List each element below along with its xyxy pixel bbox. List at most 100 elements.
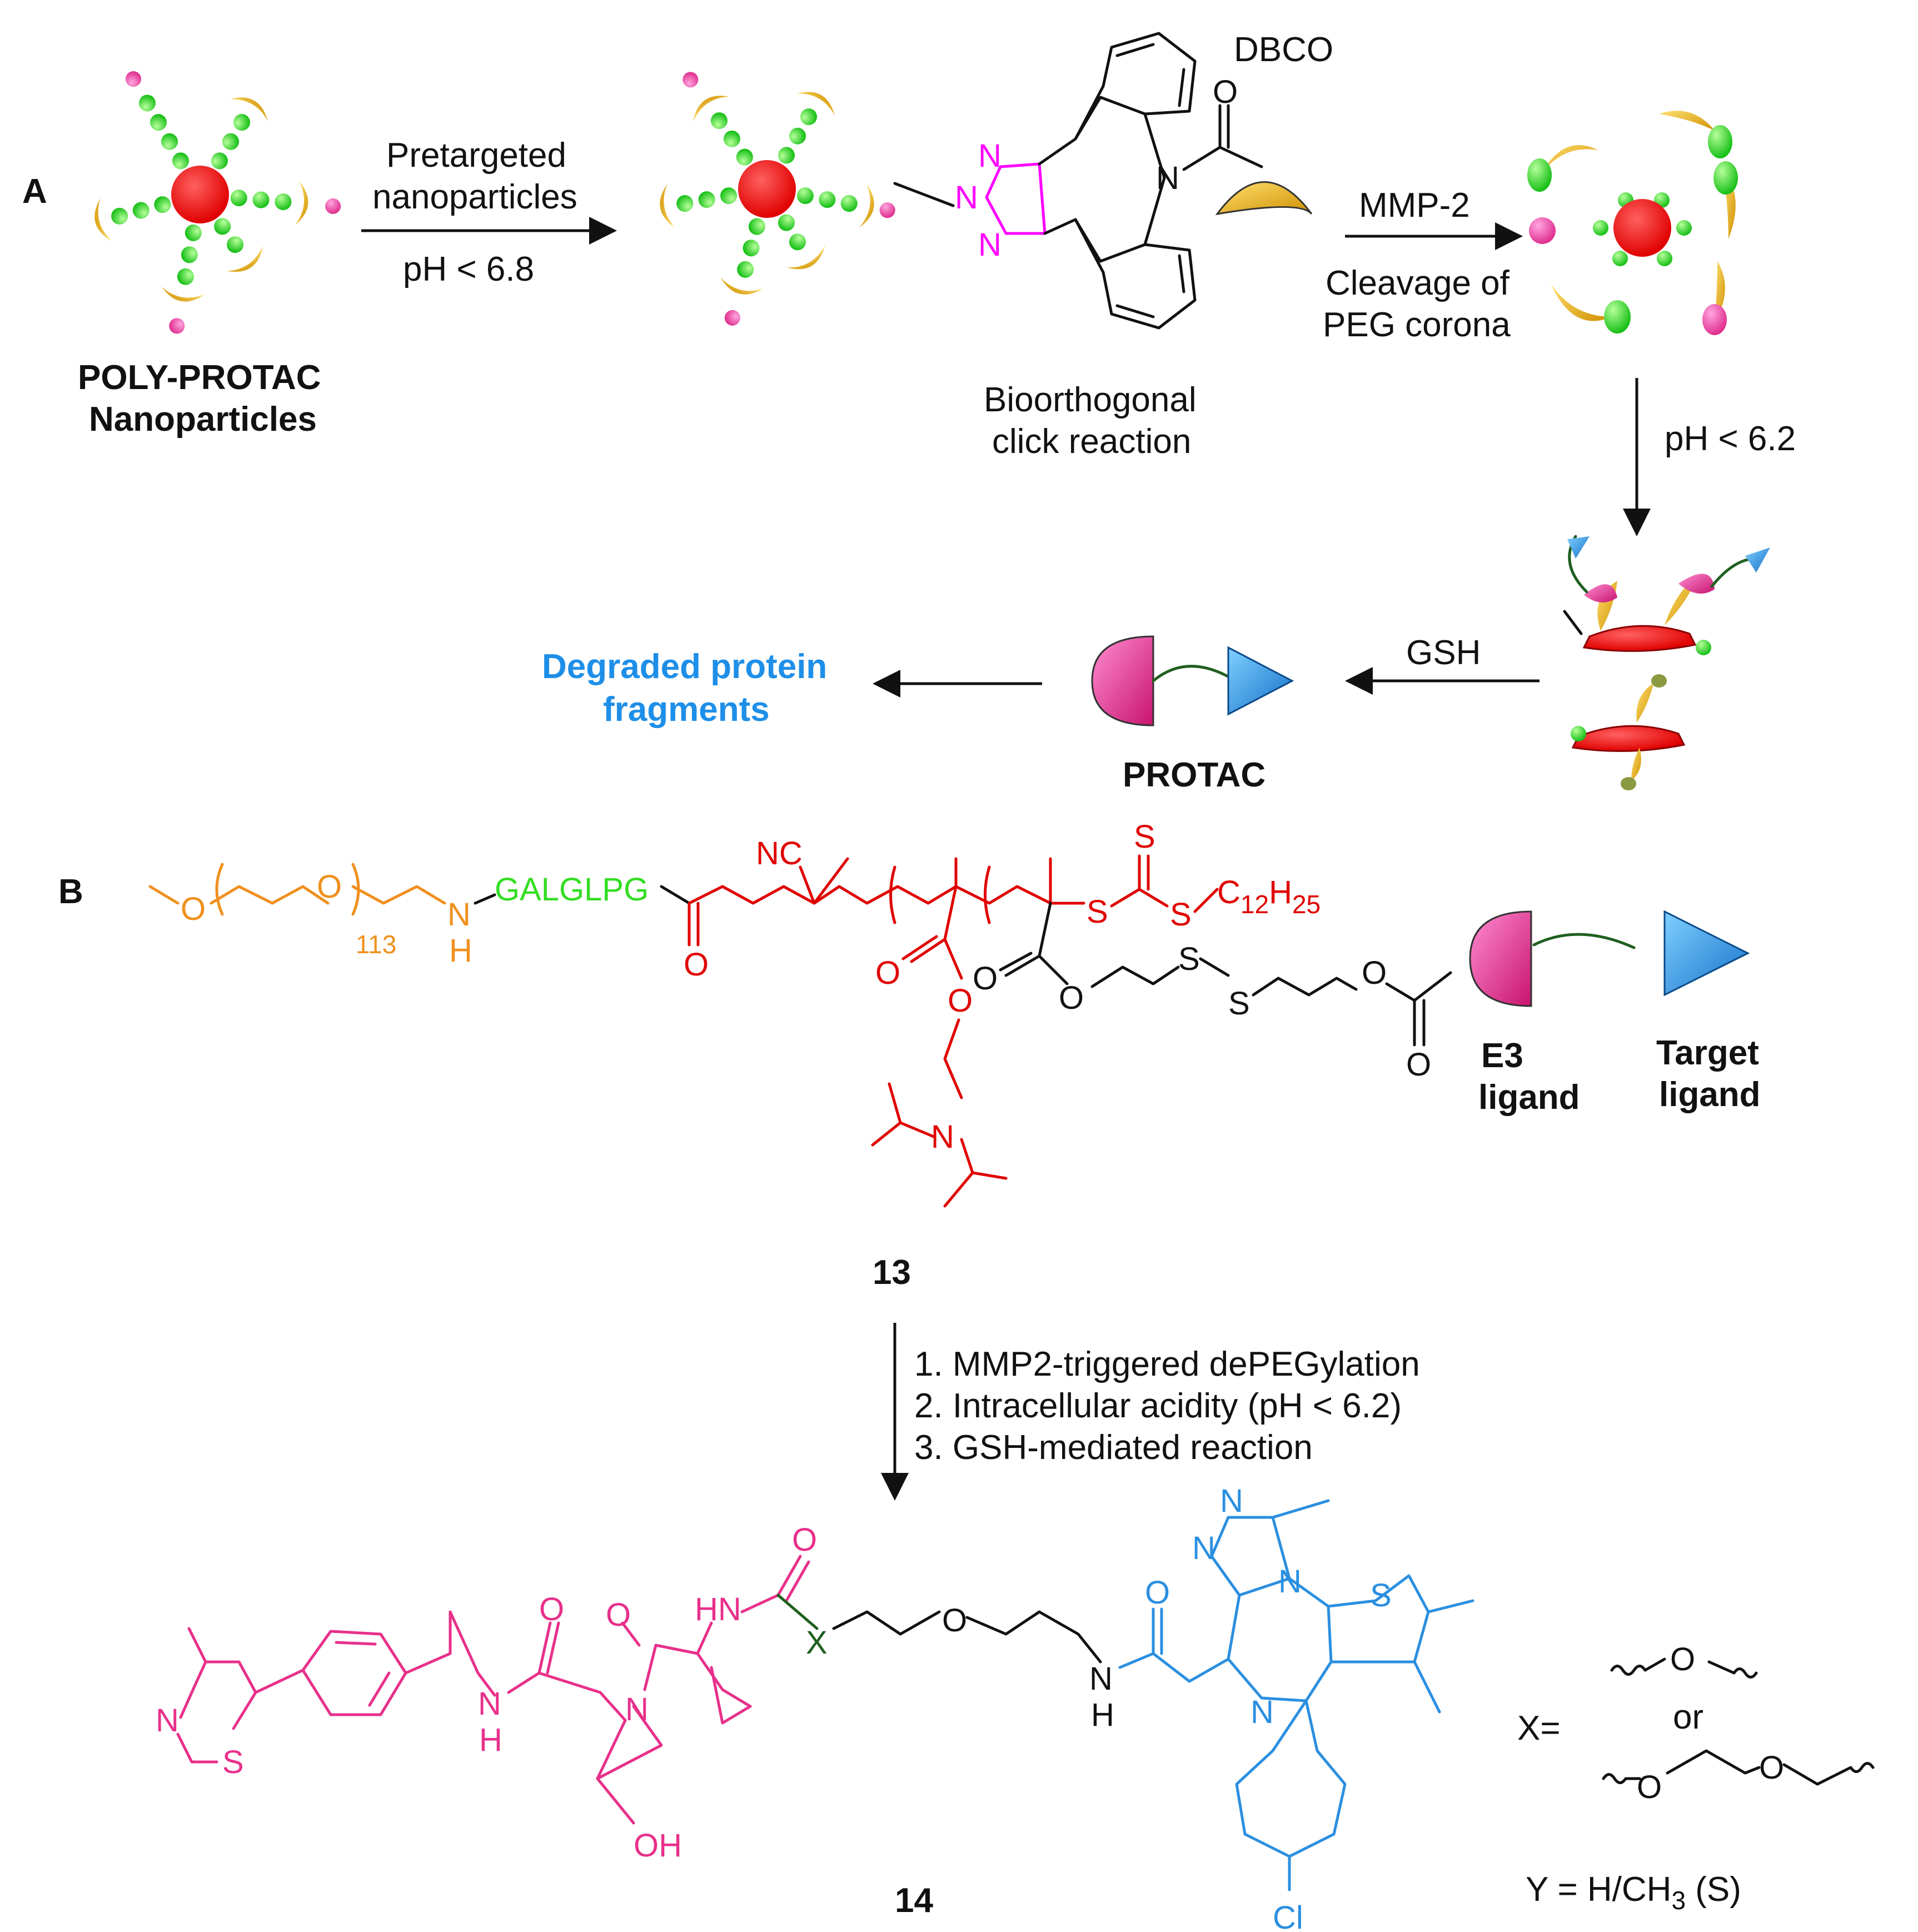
compound-13-structure: O O 113 N H GALGLPG O NC O O N S S S C12… [148, 819, 1750, 1208]
x-option-1: O [1610, 1641, 1758, 1679]
step4-reagent: GSH [1406, 634, 1481, 672]
y-def-sub: 3 [1671, 1886, 1686, 1915]
e3-ligand-icon [1469, 910, 1532, 1007]
pyrrolidine-n: N [625, 1691, 649, 1727]
linker-x: X [806, 1625, 828, 1661]
step1-text-line1: Pretargeted [386, 136, 566, 175]
peg-h: H [449, 933, 472, 969]
disassembled-micelles [1563, 535, 1770, 790]
triazole14-n1: N [1192, 1530, 1215, 1566]
polymer-o1: O [684, 947, 709, 983]
nanoparticle-1 [94, 71, 341, 334]
polymer-o3: O [948, 983, 973, 1019]
disulfide-s2: S [1228, 985, 1250, 1022]
step2-enzyme: MMP-2 [1359, 186, 1470, 225]
condition-2: 2. Intracellular acidity (pH < 6.2) [914, 1387, 1402, 1425]
triazole14-n2: N [1220, 1483, 1243, 1519]
degraded-text-line1: Degraded protein [542, 648, 827, 686]
dbco-triazole-structure: N N N N O [955, 32, 1313, 330]
y-def-suffix: (S) [1686, 1870, 1741, 1909]
linker-o1: O [973, 960, 998, 997]
protac-label: PROTAC [1123, 756, 1266, 794]
vhl-hn: HN [695, 1591, 741, 1627]
click-text-line1: Bioorthogonal [984, 381, 1197, 419]
triazole-n2: N [978, 138, 1002, 174]
trithio-s3: S [1170, 897, 1192, 933]
dbco-label: DBCO [1234, 31, 1333, 69]
x-def-label: X= [1517, 1709, 1561, 1747]
dbco-n: N [1156, 160, 1179, 196]
peg-n: N [447, 897, 471, 933]
nanoparticle-2 [660, 72, 895, 326]
nanoparticles-label-line1: POLY-PROTAC [78, 358, 321, 397]
disulfide-s1: S [1178, 941, 1200, 977]
compound-13-label: 13 [873, 1253, 911, 1292]
dbco-o: O [1213, 74, 1238, 110]
step3-condition: pH < 6.2 [1665, 420, 1796, 458]
compound-14-label: 14 [895, 1881, 933, 1920]
vhl-nh-h: H [479, 1722, 502, 1758]
vhl-o2: O [606, 1597, 631, 1633]
c12h25-c: C [1217, 874, 1241, 910]
trithio-s1: S [1087, 894, 1108, 930]
step2-text-line1: Cleavage of [1326, 264, 1510, 302]
np-arms [94, 71, 341, 334]
linker-o4: O [1406, 1047, 1431, 1083]
jq1-cl: Cl [1273, 1900, 1303, 1932]
y-def-prefix: Y = H/CH [1526, 1870, 1671, 1909]
c12h25-sub2: 25 [1292, 890, 1321, 919]
linker-o2: O [1059, 980, 1084, 1016]
vhl-oh: OH [634, 1828, 682, 1864]
amide-h: H [1091, 1697, 1114, 1733]
degraded-text-line2: fragments [603, 690, 770, 729]
e3-label-line1: E3 [1481, 1037, 1523, 1075]
thiazole-s: S [222, 1744, 244, 1780]
step1-condition: pH < 6.8 [403, 250, 534, 288]
thiophene-s: S [1370, 1577, 1392, 1614]
peg-repeat: 113 [356, 930, 396, 959]
condition-1: 1. MMP2-triggered dePEGylation [914, 1345, 1420, 1383]
jq1-o: O [1145, 1575, 1170, 1611]
vhl-o3: O [792, 1522, 817, 1558]
e3-label-line2: ligand [1478, 1078, 1580, 1117]
peg-o1: O [181, 891, 206, 927]
svg-text:C12H25: C12H25 [1217, 874, 1321, 919]
step1-text-line2: nanoparticles [372, 178, 577, 216]
jq1-n-diazepine: N [1251, 1694, 1274, 1730]
polymer-nc: NC [756, 835, 803, 872]
c12h25-h: H [1269, 874, 1292, 910]
amide-n: N [1089, 1661, 1113, 1697]
linker14-o: O [942, 1602, 967, 1639]
polymer-o2: O [875, 955, 900, 991]
panel-b-label: B [58, 873, 83, 911]
linker-o3: O [1362, 955, 1387, 991]
x-option-2-o2: O [1759, 1750, 1784, 1786]
target-label-line1: Target [1656, 1034, 1759, 1072]
thiazole-n: N [156, 1702, 179, 1739]
step2-text-line2: PEG corona [1323, 306, 1511, 344]
target-label-line2: ligand [1659, 1075, 1761, 1114]
np-core [171, 166, 229, 223]
condition-3: 3. GSH-mediated reaction [914, 1428, 1313, 1467]
np-triazole-bond [893, 182, 955, 207]
triazole-n3: N [978, 227, 1002, 263]
panel-a-label: A [22, 172, 47, 211]
x-option-2-o1: O [1637, 1769, 1662, 1805]
x-option-1-o: O [1670, 1641, 1695, 1677]
vhl-o1: O [539, 1591, 564, 1627]
click-text-line2: click reaction [992, 422, 1191, 461]
x-option-2: O O [1602, 1749, 1875, 1805]
protac-icon [1091, 635, 1294, 726]
triazole14-n3: N [1278, 1563, 1302, 1600]
nanoparticles-label-line2: Nanoparticles [89, 400, 317, 439]
peptide-label: GALGLPG [495, 872, 649, 908]
target-ligand-icon [1663, 910, 1750, 997]
trithio-s2: S [1134, 819, 1155, 855]
c12h25-sub1: 12 [1241, 890, 1269, 919]
y-def: Y = H/CH3 (S) [1526, 1870, 1741, 1915]
nanoparticle-3 [1527, 111, 1738, 335]
peg-o2: O [317, 869, 342, 905]
triazole-n1: N [955, 180, 978, 216]
vhl-nh-n: N [478, 1686, 501, 1722]
